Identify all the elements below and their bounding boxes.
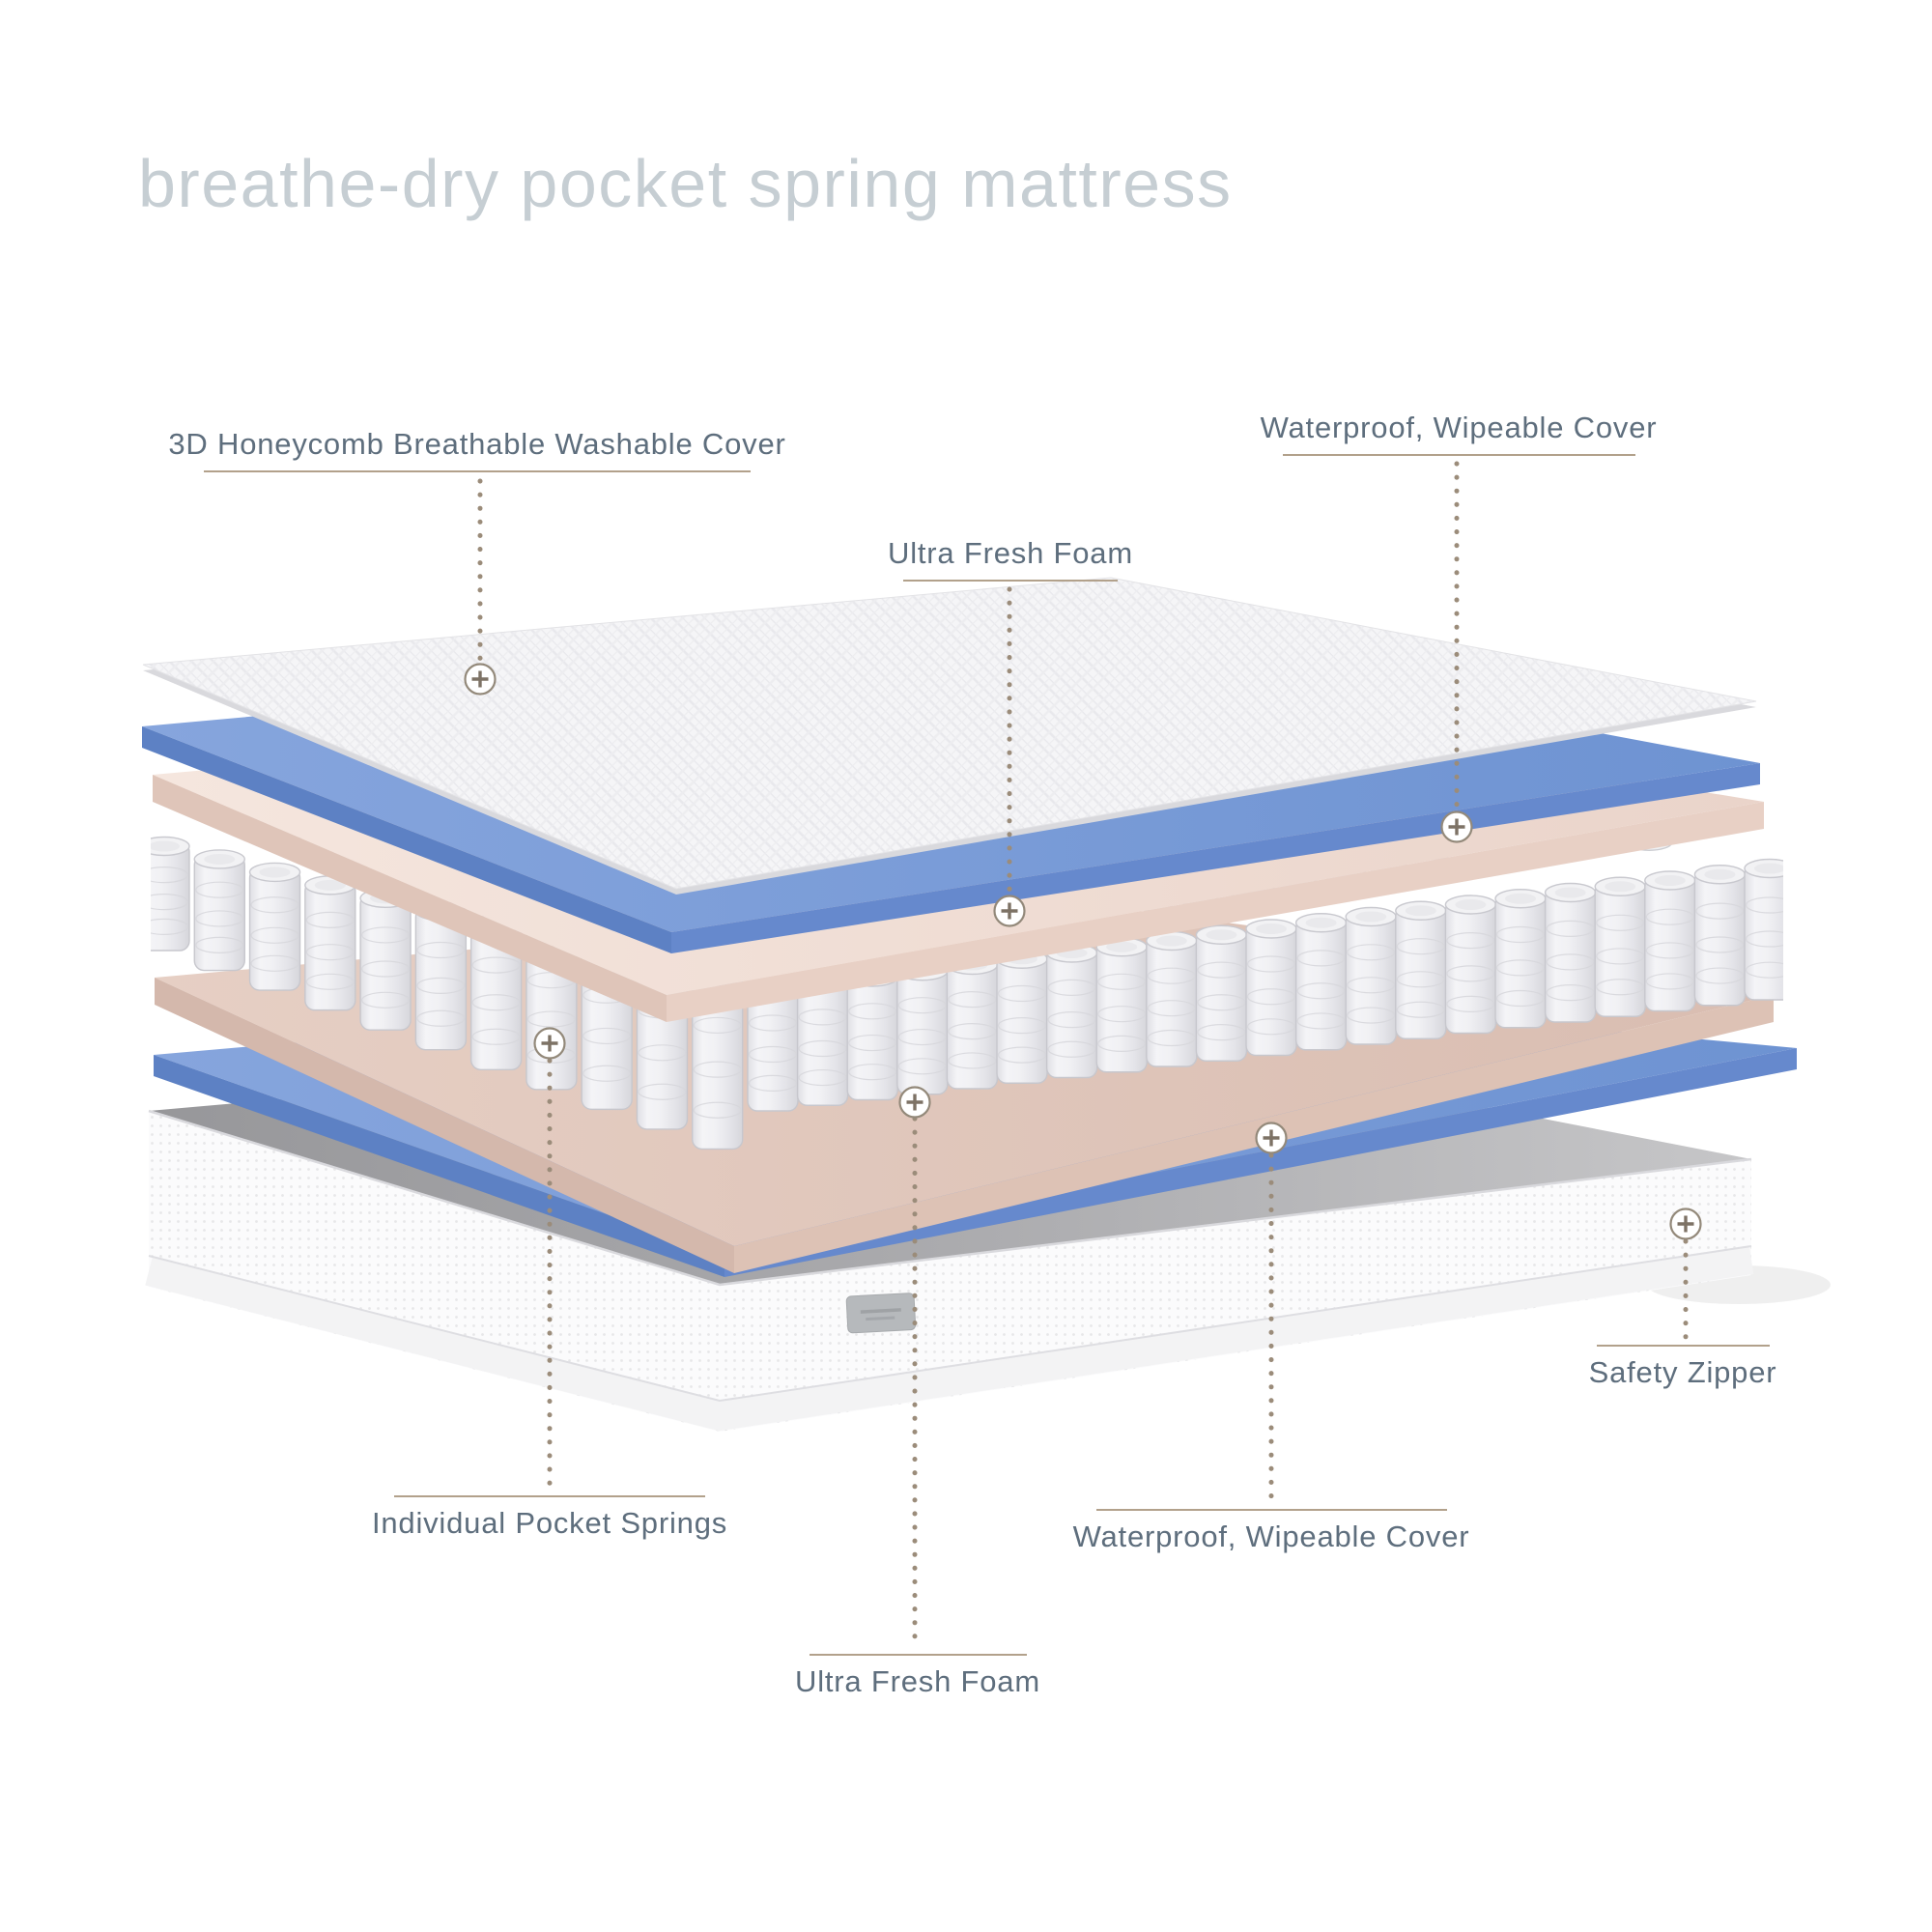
callout-fresh-foam-top-label: Ultra Fresh Foam: [888, 536, 1133, 570]
callout-pocket-springs: Individual Pocket Springs: [212, 1495, 888, 1541]
callout-fresh-foam-top-rule: [903, 579, 1118, 582]
callout-pocket-springs-label: Individual Pocket Springs: [371, 1506, 728, 1540]
callout-safety-zipper-rule: [1596, 1345, 1770, 1347]
brand-tag: [845, 1293, 917, 1334]
callout-waterproof-bottom: Waterproof, Wipeable Cover: [933, 1509, 1609, 1554]
callout-honeycomb-cover-rule: [204, 469, 751, 472]
callout-fresh-foam-bottom-rule: [809, 1654, 1027, 1656]
callout-fresh-foam-top: Ultra Fresh Foam: [672, 536, 1349, 582]
callout-safety-zipper: Safety Zipper: [1345, 1345, 1932, 1390]
callout-fresh-foam-bottom-label: Ultra Fresh Foam: [795, 1664, 1040, 1698]
callout-waterproof-top-label: Waterproof, Wipeable Cover: [1260, 411, 1658, 444]
hotspot-fresh-foam-bottom-plus-icon[interactable]: [898, 1086, 931, 1119]
hotspot-waterproof-bottom-plus-icon[interactable]: [1255, 1122, 1288, 1154]
hotspot-fresh-foam-top-plus-icon[interactable]: [993, 895, 1026, 927]
callout-waterproof-top-rule: [1282, 453, 1635, 456]
hotspot-pocket-springs-plus-icon[interactable]: [533, 1027, 566, 1060]
page-title: breathe-dry pocket spring mattress: [138, 146, 1233, 221]
callout-waterproof-top: Waterproof, Wipeable Cover: [1121, 411, 1797, 456]
layer-honeycomb-cover: [142, 577, 1757, 895]
callout-safety-zipper-label: Safety Zipper: [1588, 1355, 1777, 1389]
callout-honeycomb-cover-label: 3D Honeycomb Breathable Washable Cover: [168, 427, 786, 461]
hotspot-safety-zipper-plus-icon[interactable]: [1669, 1208, 1702, 1240]
callout-honeycomb-cover: 3D Honeycomb Breathable Washable Cover: [139, 427, 815, 472]
callout-waterproof-bottom-rule: [1095, 1509, 1447, 1511]
hotspot-waterproof-top-plus-icon[interactable]: [1440, 810, 1473, 843]
callout-pocket-springs-rule: [394, 1495, 705, 1497]
callout-waterproof-bottom-label: Waterproof, Wipeable Cover: [1072, 1520, 1470, 1553]
callout-fresh-foam-bottom: Ultra Fresh Foam: [580, 1654, 1256, 1699]
hotspot-honeycomb-cover-plus-icon[interactable]: [464, 663, 497, 696]
